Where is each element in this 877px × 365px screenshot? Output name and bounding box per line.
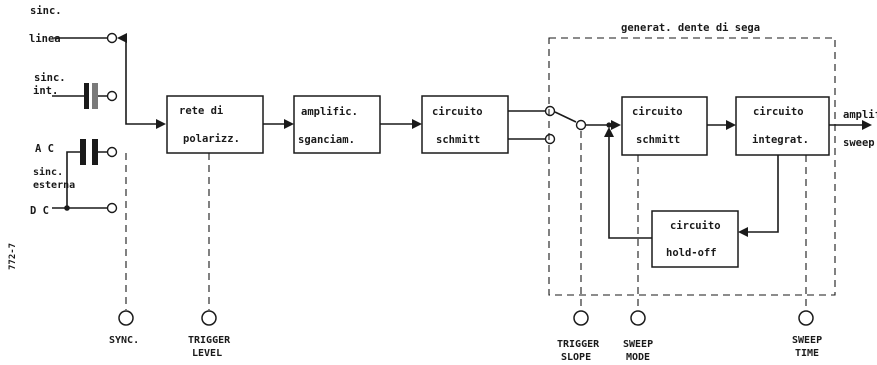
trigger-level-label-2: LEVEL: [192, 348, 222, 359]
ac-label: A C: [35, 143, 54, 155]
sinc-linea-label-1: sinc.: [30, 5, 62, 17]
output-arrowhead: [862, 120, 872, 130]
integrat-label-1: circuito: [753, 106, 804, 118]
amplific-label-2: sganciam.: [298, 134, 355, 146]
wire-holdoff-feedback: [608, 133, 652, 239]
ac-dc-bypass-wire: [52, 151, 108, 209]
ac-dc-junction-dot: [64, 205, 70, 211]
sweep-time-label-2: TIME: [795, 348, 819, 359]
slope-terminal-lower: [544, 133, 556, 145]
holdoff-label-2: hold-off: [666, 247, 717, 259]
sync-label: SYNC.: [109, 335, 139, 346]
sweep-time-knob: [798, 310, 814, 326]
circuito-hold-off-block: [651, 210, 739, 268]
sweep-mode-knob: [630, 310, 646, 326]
feedback-junction-dot: [606, 122, 612, 128]
sinc-int-label-1: sinc.: [34, 72, 66, 84]
circuito-integrat-block: [735, 96, 830, 156]
trigger-level-knob: [201, 310, 217, 326]
slope-switch-arm: [554, 111, 577, 123]
arrow-into-holdoff: [738, 227, 748, 237]
rete-label-1: rete di: [179, 105, 223, 117]
trigger-slope-label-2: SLOPE: [561, 352, 591, 363]
circuito-schmitt-block-2: [621, 96, 708, 156]
sync-selector-arm: [125, 38, 164, 125]
arrow-into-schmitt-1: [412, 119, 422, 129]
sinc-linea-terminal: [106, 32, 118, 44]
sinc-esterna-label-2: esterna: [33, 180, 75, 191]
trigger-slope-knob: [573, 310, 589, 326]
schmitt2-label-1: circuito: [632, 106, 683, 118]
schmitt2-label-2: schmitt: [636, 134, 680, 146]
sinc-int-capacitor-plate-b: [92, 83, 98, 109]
ac-capacitor-plate-b: [92, 139, 98, 165]
trigger-slope-label-1: TRIGGER: [557, 339, 600, 350]
feedback-arrowhead: [604, 127, 614, 137]
sinc-esterna-label-1: sinc.: [33, 166, 63, 178]
sweep-time-label-1: SWEEP: [792, 335, 822, 346]
ac-terminal: [106, 146, 118, 158]
schmitt1-label-2: schmitt: [436, 134, 480, 146]
amplific-label-1: amplific.: [301, 106, 358, 118]
arrow-into-amplific: [284, 119, 294, 129]
sync-knob: [118, 310, 134, 326]
arrow-into-integrat: [726, 120, 736, 130]
output-label-1: amplif: [843, 109, 877, 121]
sync-selector-arrowhead: [117, 33, 127, 43]
schmitt1-label-1: circuito: [432, 106, 483, 118]
wire-integrat-to-holdoff: [742, 155, 779, 233]
slope-terminal-upper: [544, 105, 556, 117]
rete-label-2: polarizz.: [183, 133, 240, 145]
output-label-2: sweep: [843, 137, 875, 149]
sinc-int-label-2: int.: [33, 85, 58, 97]
dc-label: D C: [30, 205, 49, 217]
holdoff-label-1: circuito: [670, 220, 721, 232]
arrow-into-rete: [156, 119, 166, 129]
dc-terminal: [106, 202, 118, 214]
trigger-level-label-1: TRIGGER: [188, 335, 231, 346]
sinc-linea-label-2: linea: [29, 33, 61, 45]
arrow-into-schmitt-2: [611, 120, 621, 130]
sinc-int-capacitor-plate-a: [84, 83, 89, 109]
circuito-schmitt-block-1: [421, 95, 509, 154]
sweep-mode-label-1: SWEEP: [623, 339, 653, 350]
integrat-label-2: integrat.: [752, 134, 809, 146]
group-label: generat. dente di sega: [621, 22, 760, 34]
sinc-int-terminal: [106, 90, 118, 102]
sweep-mode-label-2: MODE: [626, 352, 650, 363]
side-code-label: 772-7: [8, 243, 18, 270]
sawtooth-generator-group: [548, 37, 836, 296]
ac-capacitor-plate-a: [80, 139, 86, 165]
slope-switch-pivot: [575, 119, 587, 131]
schmitt1-output-wires: [508, 110, 545, 140]
